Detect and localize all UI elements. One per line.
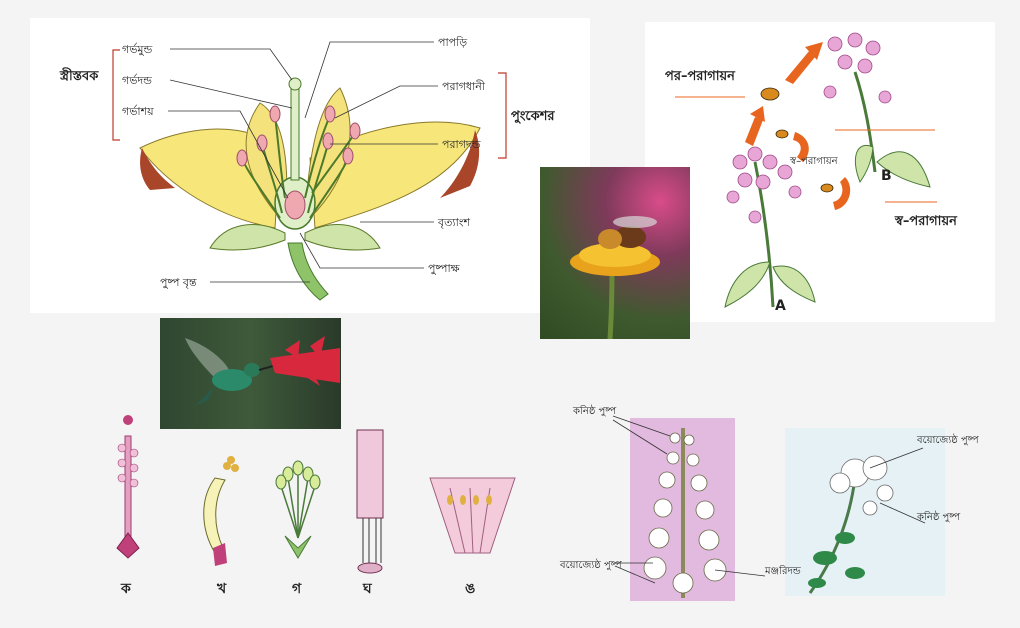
ovule-shape	[284, 190, 306, 220]
second-inflorescence-leaves	[808, 532, 865, 588]
flower-section-panel: স্ত্রীস্তবক গর্ভমুন্ড গর্ভদন্ড গর্ভাশয় …	[30, 18, 590, 313]
inflorescence-panel: কনিষ্ঠ পুষ্প বয়োজ্যেষ্ঠ পুষ্প মঞ্জরিদন্…	[555, 398, 995, 608]
stamen-type-ka: ক	[116, 415, 140, 597]
pointer-lines	[675, 96, 937, 203]
pollination-svg: পর–পরাগায়ন স্ব–পরাগায়ন স্ব–পরাগায়ন A …	[665, 32, 958, 314]
stamen-types-panel: ক খ গ	[95, 408, 535, 608]
youngest-flower-right-label: কনিষ্ঠ পুষ্প	[916, 510, 961, 523]
style-label: গর্ভদন্ড	[122, 74, 152, 87]
pollination-panel: পর–পরাগায়ন স্ব–পরাগায়ন স্ব–পরাগায়ন A …	[645, 22, 995, 322]
stigma-label: গর্ভমুন্ড	[122, 43, 153, 56]
anthers	[236, 105, 361, 167]
pedicel-stalk	[287, 242, 329, 301]
rachis-label: মঞ্জরিদন্ড	[764, 565, 802, 577]
pistil-bracket	[112, 49, 120, 141]
sepal-label: বৃত্যাংশ	[437, 216, 470, 229]
pistil-group-label: স্ত্রীস্তবক	[59, 67, 99, 84]
stamen-group-label: পুংকেশর	[511, 109, 555, 125]
petal-label: পাপড়ি	[438, 36, 467, 49]
plant-b-leaf-2	[855, 144, 874, 184]
plant-b-flowers	[823, 32, 892, 104]
right-sepal	[304, 224, 381, 251]
plant-a-leaf-left	[724, 261, 771, 308]
right-petal-tip	[440, 130, 480, 198]
hummingbird-photo	[160, 318, 341, 429]
oldest-flower-bottom-label: বয়োজ্যেষ্ঠ পুষ্প	[559, 558, 623, 571]
plant-a-stem	[753, 161, 775, 308]
left-sepal	[209, 224, 286, 251]
left-leader-lines	[168, 48, 293, 199]
stamen-label-ka: ক	[120, 581, 132, 597]
stamen-type-gha: ঘ	[356, 429, 384, 597]
pedicel-label: পুষ্প বৃন্ত	[160, 276, 197, 289]
stamen-type-kha: খ	[203, 456, 239, 597]
stigma-shape	[288, 77, 302, 91]
stamen-bracket	[498, 72, 507, 159]
left-petal-tip	[140, 148, 175, 190]
self-pollination-label: স্ব–পরাগায়ন	[894, 214, 958, 229]
stamen-types-svg: ক খ গ	[116, 415, 516, 597]
bee-on-flower-photo	[540, 167, 690, 339]
anther-label: পরাগধানী	[442, 80, 486, 93]
style-shape	[290, 87, 300, 181]
plant-b-stem	[853, 71, 877, 173]
plant-a-flowers	[726, 146, 802, 224]
flower-section-svg: স্ত্রীস্তবক গর্ভমুন্ড গর্ভদন্ড গর্ভাশয় …	[59, 36, 555, 301]
oldest-flower-right-label: বয়োজ্যেষ্ঠ পুষ্প	[916, 433, 980, 446]
bee-icons	[760, 87, 834, 193]
inflorescence-leader-lines	[612, 415, 926, 584]
cross-pollination-label: পর–পরাগায়ন	[665, 69, 736, 84]
stamen-label-kha: খ	[216, 581, 227, 597]
stamen-type-nga: ঙ	[429, 477, 516, 597]
self-pollination-small-label: স্ব–পরাগায়ন	[789, 156, 839, 167]
stamen-label-gha: ঘ	[362, 581, 373, 597]
stamen-label-ga: গ	[292, 581, 302, 597]
inflorescence-svg: কনিষ্ঠ পুষ্প বয়োজ্যেষ্ঠ পুষ্প মঞ্জরিদন্…	[559, 404, 980, 601]
raceme-flowers	[643, 432, 727, 594]
stamen-label-nga: ঙ	[465, 581, 475, 597]
ovary-label: গর্ভাশয়	[122, 105, 154, 118]
stamen-type-ga: গ	[275, 460, 321, 597]
pollination-arrows	[745, 42, 851, 210]
receptacle-label: পুষ্পাক্ষ	[428, 262, 461, 275]
second-inflorescence-flowers	[829, 455, 894, 516]
plant-a-leaf-right	[772, 265, 816, 303]
plant-b-label: B	[881, 168, 892, 184]
plant-b-leaf	[876, 151, 931, 188]
filament-label: পরাগদন্ড	[442, 138, 481, 151]
youngest-flower-top-label: কনিষ্ঠ পুষ্প	[572, 404, 617, 417]
right-leader-lines	[210, 41, 438, 283]
plant-a-label: A	[775, 298, 786, 314]
